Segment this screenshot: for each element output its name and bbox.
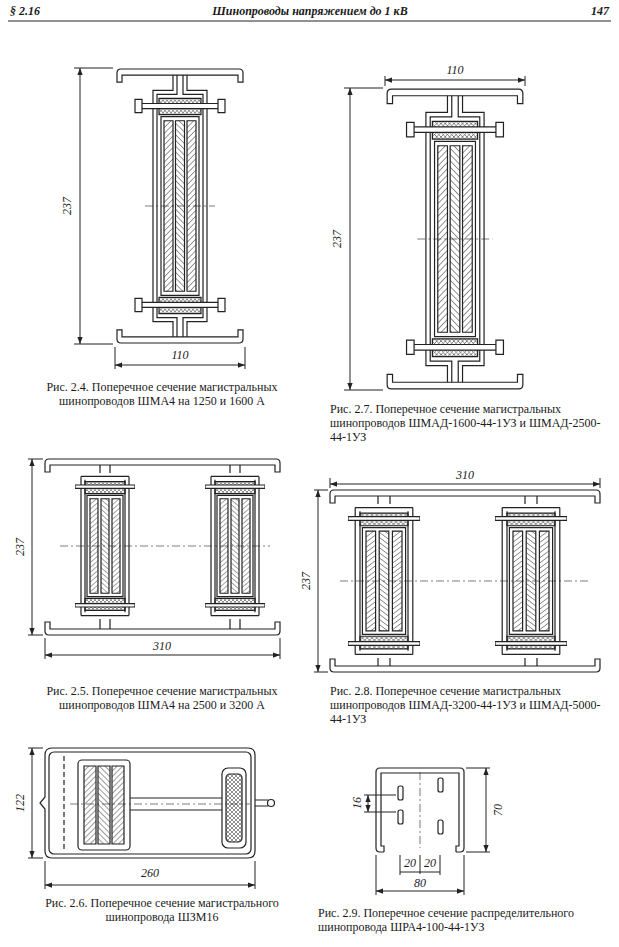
drawing-part: [78, 760, 130, 850]
drawing-part: [117, 69, 243, 343]
figure-caption: Рис. 2.7. Поперечное сечение магистральн…: [330, 402, 602, 444]
drawing-part: [45, 622, 280, 635]
drawing-part: [398, 786, 403, 800]
drawing-part: [387, 89, 523, 389]
figure-caption: Рис. 2.5. Поперечное сечение магистральн…: [14, 684, 310, 712]
drawing-part: [438, 778, 443, 792]
drawing-part: [340, 581, 590, 582]
dimension: 260: [130, 866, 170, 880]
drawing-part: [420, 772, 421, 848]
drawing-part: [84, 766, 96, 844]
drawing-part: [112, 766, 124, 844]
drawing-part: [314, 490, 328, 672]
drawing-part: [385, 76, 525, 86]
drawing-part: [376, 891, 464, 892]
dimension: 122: [13, 794, 27, 812]
drawing-part: [438, 820, 443, 834]
drawing-part: [486, 768, 487, 852]
section-number: § 2.16: [10, 4, 90, 18]
drawing-part: [115, 347, 245, 369]
drawing-part: [330, 490, 600, 503]
busway-section-2-6: [28, 748, 275, 889]
dimension: 20: [400, 856, 420, 870]
busway-section-2-8: [314, 478, 600, 672]
running-title: Шинопроводы напряжением до 1 кВ: [150, 4, 470, 18]
dimension: 237: [299, 572, 313, 590]
header-rule: [8, 21, 611, 22]
dimension: 110: [435, 63, 475, 77]
drawing-part: [45, 655, 280, 656]
drawing-part: [400, 872, 440, 873]
drawing-part: [60, 546, 270, 547]
drawing-part: [98, 766, 110, 844]
drawing-part: [40, 748, 255, 858]
busway-section-2-5: [28, 459, 280, 659]
drawing-part: [330, 659, 600, 672]
drawing-part: [115, 365, 245, 366]
drawing-part: [80, 68, 81, 344]
drawing-part: [74, 68, 113, 344]
drawing-part: [466, 768, 490, 852]
drawing-part: [344, 88, 383, 390]
drawing-part: [45, 861, 255, 889]
drawing-part: [364, 795, 396, 812]
figure-caption: Рис. 2.6. Поперечное сечение магистральн…: [14, 896, 310, 924]
drawing-part: [49, 752, 251, 854]
drawing-part: [8, 21, 611, 22]
drawing-part: [32, 748, 33, 858]
drawing-part: [63, 756, 64, 850]
dimension: 20: [420, 856, 440, 870]
dimension: 80: [405, 876, 435, 890]
drawing-part: [130, 798, 222, 810]
drawing-part: [28, 748, 43, 858]
figure-caption: Рис. 2.8. Поперечное сечение магистральн…: [330, 684, 602, 726]
drawing-part: [45, 638, 280, 659]
drawing-part: [45, 459, 280, 472]
drawing-part: [32, 459, 33, 635]
page-number: 147: [549, 4, 609, 18]
figure-caption: Рис. 2.4. Поперечное сечение магистральн…: [14, 380, 310, 408]
drawing-part: [255, 800, 268, 806]
drawing-part: [268, 800, 275, 807]
drawing-part: [226, 774, 242, 842]
figure-caption: Рис. 2.9. Поперечное сечение распределит…: [318, 906, 608, 934]
busway-section-2-9: [364, 768, 490, 895]
dimension: 16: [350, 797, 364, 809]
drawing-part: [376, 855, 464, 895]
busway-section-2-4: [74, 68, 245, 369]
dimension: 70: [491, 804, 505, 816]
drawing-part: [385, 80, 525, 81]
dimension: 310: [445, 468, 485, 482]
busway-section-2-7: [344, 76, 525, 390]
dimension: 237: [60, 197, 74, 215]
drawing-part: [318, 490, 319, 672]
drawing-part: [400, 855, 440, 875]
drawing-part: [222, 768, 246, 848]
drawing-part: [398, 810, 403, 824]
drawing-part: [330, 484, 600, 485]
drawing-part: [70, 804, 250, 805]
dimension: 237: [330, 230, 344, 248]
dimension: 310: [142, 639, 182, 653]
dimension: 110: [160, 348, 200, 362]
drawing-part: [45, 885, 255, 886]
dimension: 237: [13, 538, 27, 556]
drawing-part: [368, 795, 369, 812]
drawing-part: [28, 459, 43, 635]
drawing-part: [350, 88, 351, 390]
drawing-part: [376, 768, 464, 852]
